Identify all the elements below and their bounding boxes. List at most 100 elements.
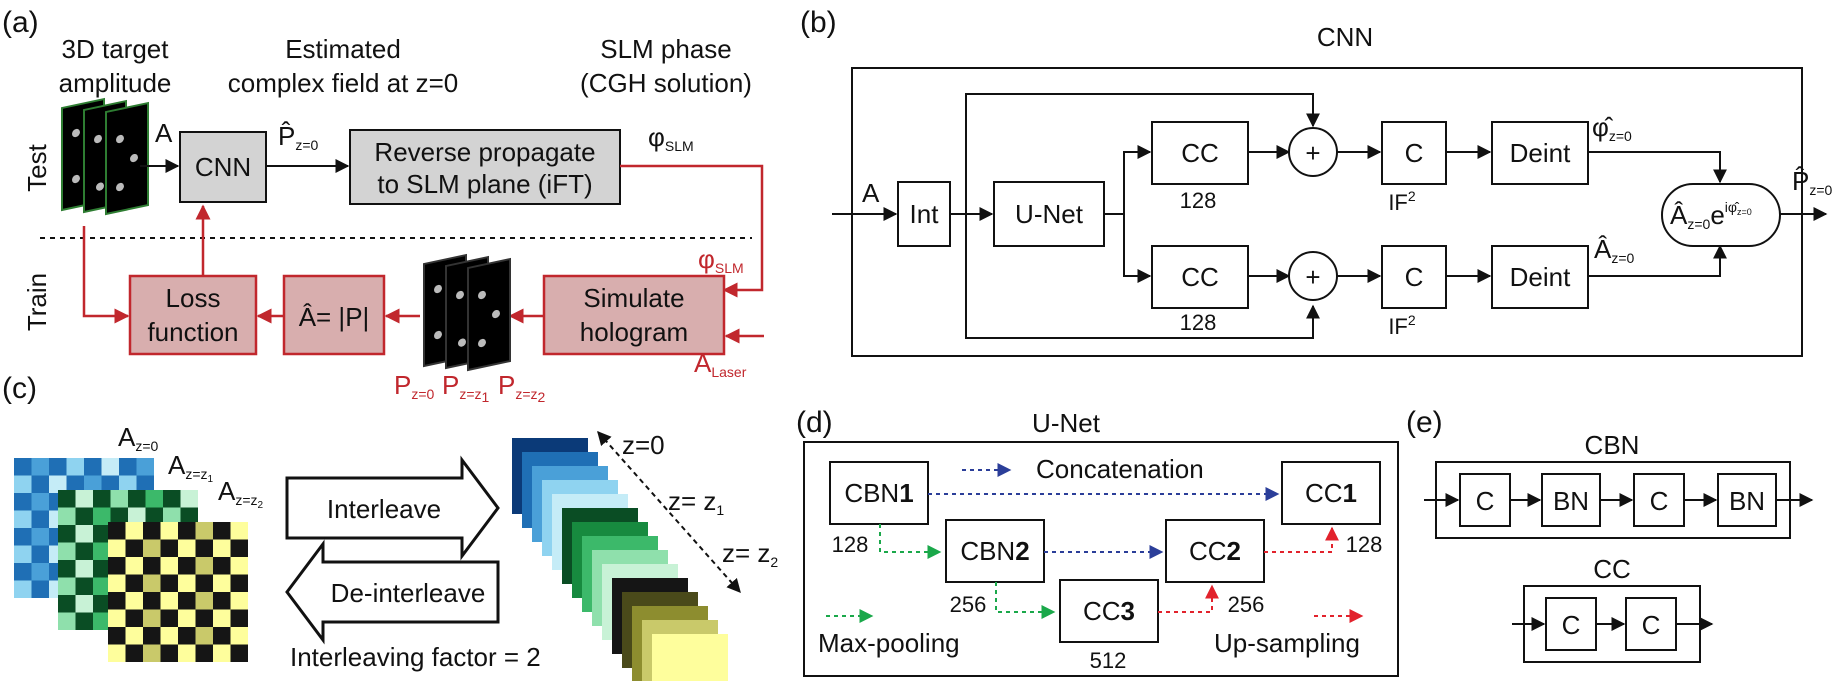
grid-cell: [195, 592, 213, 610]
grid-cell: [160, 574, 178, 592]
interleave-label: Interleave: [327, 494, 441, 524]
a-hat-label: Âz=0: [1594, 234, 1635, 266]
grid-cell: [178, 592, 196, 610]
grid-cell: [58, 525, 76, 543]
cbn-bn2-label: BN: [1729, 486, 1765, 516]
grid-cell: [119, 458, 137, 476]
interleaving-factor: Interleaving factor = 2: [290, 642, 541, 672]
cc3-channels: 512: [1090, 648, 1127, 673]
grid-cell: [213, 644, 231, 662]
grid-cell: [160, 644, 178, 662]
grid-cell: [128, 490, 146, 508]
grid-cell: [31, 580, 49, 598]
grid-cell: [143, 592, 161, 610]
a-abs-box: [282, 274, 386, 356]
grid-cell: [108, 522, 126, 540]
grid-cell: [75, 490, 93, 508]
grid-cell: [163, 507, 181, 525]
grid-cell: [108, 627, 126, 645]
input-a-label: A: [155, 118, 173, 148]
cnn-title: CNN: [1317, 22, 1373, 52]
unet-title: U-Net: [1032, 408, 1101, 438]
col-header-est-2: complex field at z=0: [228, 68, 459, 98]
deinterleave-label: De-interleave: [331, 578, 486, 608]
grid-cell: [101, 458, 119, 476]
grid-cell: [93, 560, 111, 578]
c-box-top: [1381, 121, 1447, 185]
grid-cell: [160, 522, 178, 540]
grid-cell: [31, 528, 49, 546]
grid-cell: [195, 627, 213, 645]
concat-legend-label: Concatenation: [1036, 454, 1204, 484]
simulate-line-1: Simulate: [583, 283, 684, 313]
up-1: [1158, 584, 1219, 613]
col-header-target-1: 3D target: [62, 34, 170, 64]
grid-cell: [75, 525, 93, 543]
grid-cell: [66, 458, 84, 476]
c-top-label: C: [1405, 138, 1424, 168]
loss-function-box: [128, 274, 258, 356]
grid-cell: [213, 592, 231, 610]
p-z2-label: Pz=z2: [498, 370, 546, 405]
grid-cell: [75, 595, 93, 613]
grid-cell: [119, 475, 137, 493]
grid-cell: [108, 557, 126, 575]
grid-cell: [31, 493, 49, 511]
grid-cell: [93, 542, 111, 560]
z2-label: z= z2: [722, 538, 778, 570]
grid-cell: [125, 574, 143, 592]
grid-cell: [160, 592, 178, 610]
cnn-box: [179, 131, 267, 203]
grid-cell: [195, 574, 213, 592]
a-z2-label: Az=z2: [218, 476, 264, 511]
grid-cell: [178, 557, 196, 575]
cbn2-channels: 256: [950, 592, 987, 617]
grid-cell: [93, 490, 111, 508]
cc-c1-label: C: [1562, 610, 1581, 640]
grid-cell: [213, 522, 231, 540]
col-header-slm-1: SLM phase: [600, 34, 732, 64]
reverse-propagate-line-2: to SLM plane (iFT): [377, 169, 592, 199]
panel-label-c: (c): [2, 372, 37, 405]
col-header-est-1: Estimated: [285, 34, 401, 64]
panel-b: (b) CNN A Int U-Net CC 128 + C IF2 Deint…: [800, 6, 1833, 357]
cc3-label: CC3: [1083, 596, 1135, 626]
panel-label-e: (e): [1406, 406, 1443, 439]
a-z0-label: Az=0: [118, 422, 159, 454]
grid-cell: [84, 458, 102, 476]
grid-cell: [213, 627, 231, 645]
cbn-c2-label: C: [1650, 486, 1669, 516]
grid-cell: [93, 577, 111, 595]
grid-cell: [49, 458, 67, 476]
grid-cell: [230, 574, 248, 592]
phi-slm-red-label: φSLM: [698, 244, 744, 276]
grid-cell: [145, 490, 163, 508]
row-label-train: Train: [22, 273, 52, 331]
grid-cell: [145, 507, 163, 525]
cnn-input-a: A: [862, 178, 880, 208]
grid-cell: [101, 475, 119, 493]
grid-cell: [31, 458, 49, 476]
grid-cell: [58, 507, 76, 525]
grid-cell: [31, 475, 49, 493]
grid-cell: [160, 627, 178, 645]
cc3-box: [1059, 579, 1159, 643]
deint-bottom-label: Deint: [1510, 262, 1571, 292]
grid-cell: [14, 510, 32, 528]
grid-cell: [230, 609, 248, 627]
row-label-test: Test: [22, 143, 52, 191]
grid-cell: [160, 609, 178, 627]
grid-cell: [93, 595, 111, 613]
grid-cell: [31, 545, 49, 563]
p-z1-label: Pz=z1: [442, 370, 490, 405]
grid-cell: [143, 557, 161, 575]
cc-box-bottom: [1151, 245, 1249, 309]
cc-bottom-channels: 128: [1180, 310, 1217, 335]
grid-cell: [108, 592, 126, 610]
grid-cell: [14, 545, 32, 563]
grid-cell: [108, 644, 126, 662]
grid-cell: [14, 475, 32, 493]
grid-cell: [230, 522, 248, 540]
grid-cell: [125, 592, 143, 610]
cbn-c2-box: [1633, 473, 1685, 527]
